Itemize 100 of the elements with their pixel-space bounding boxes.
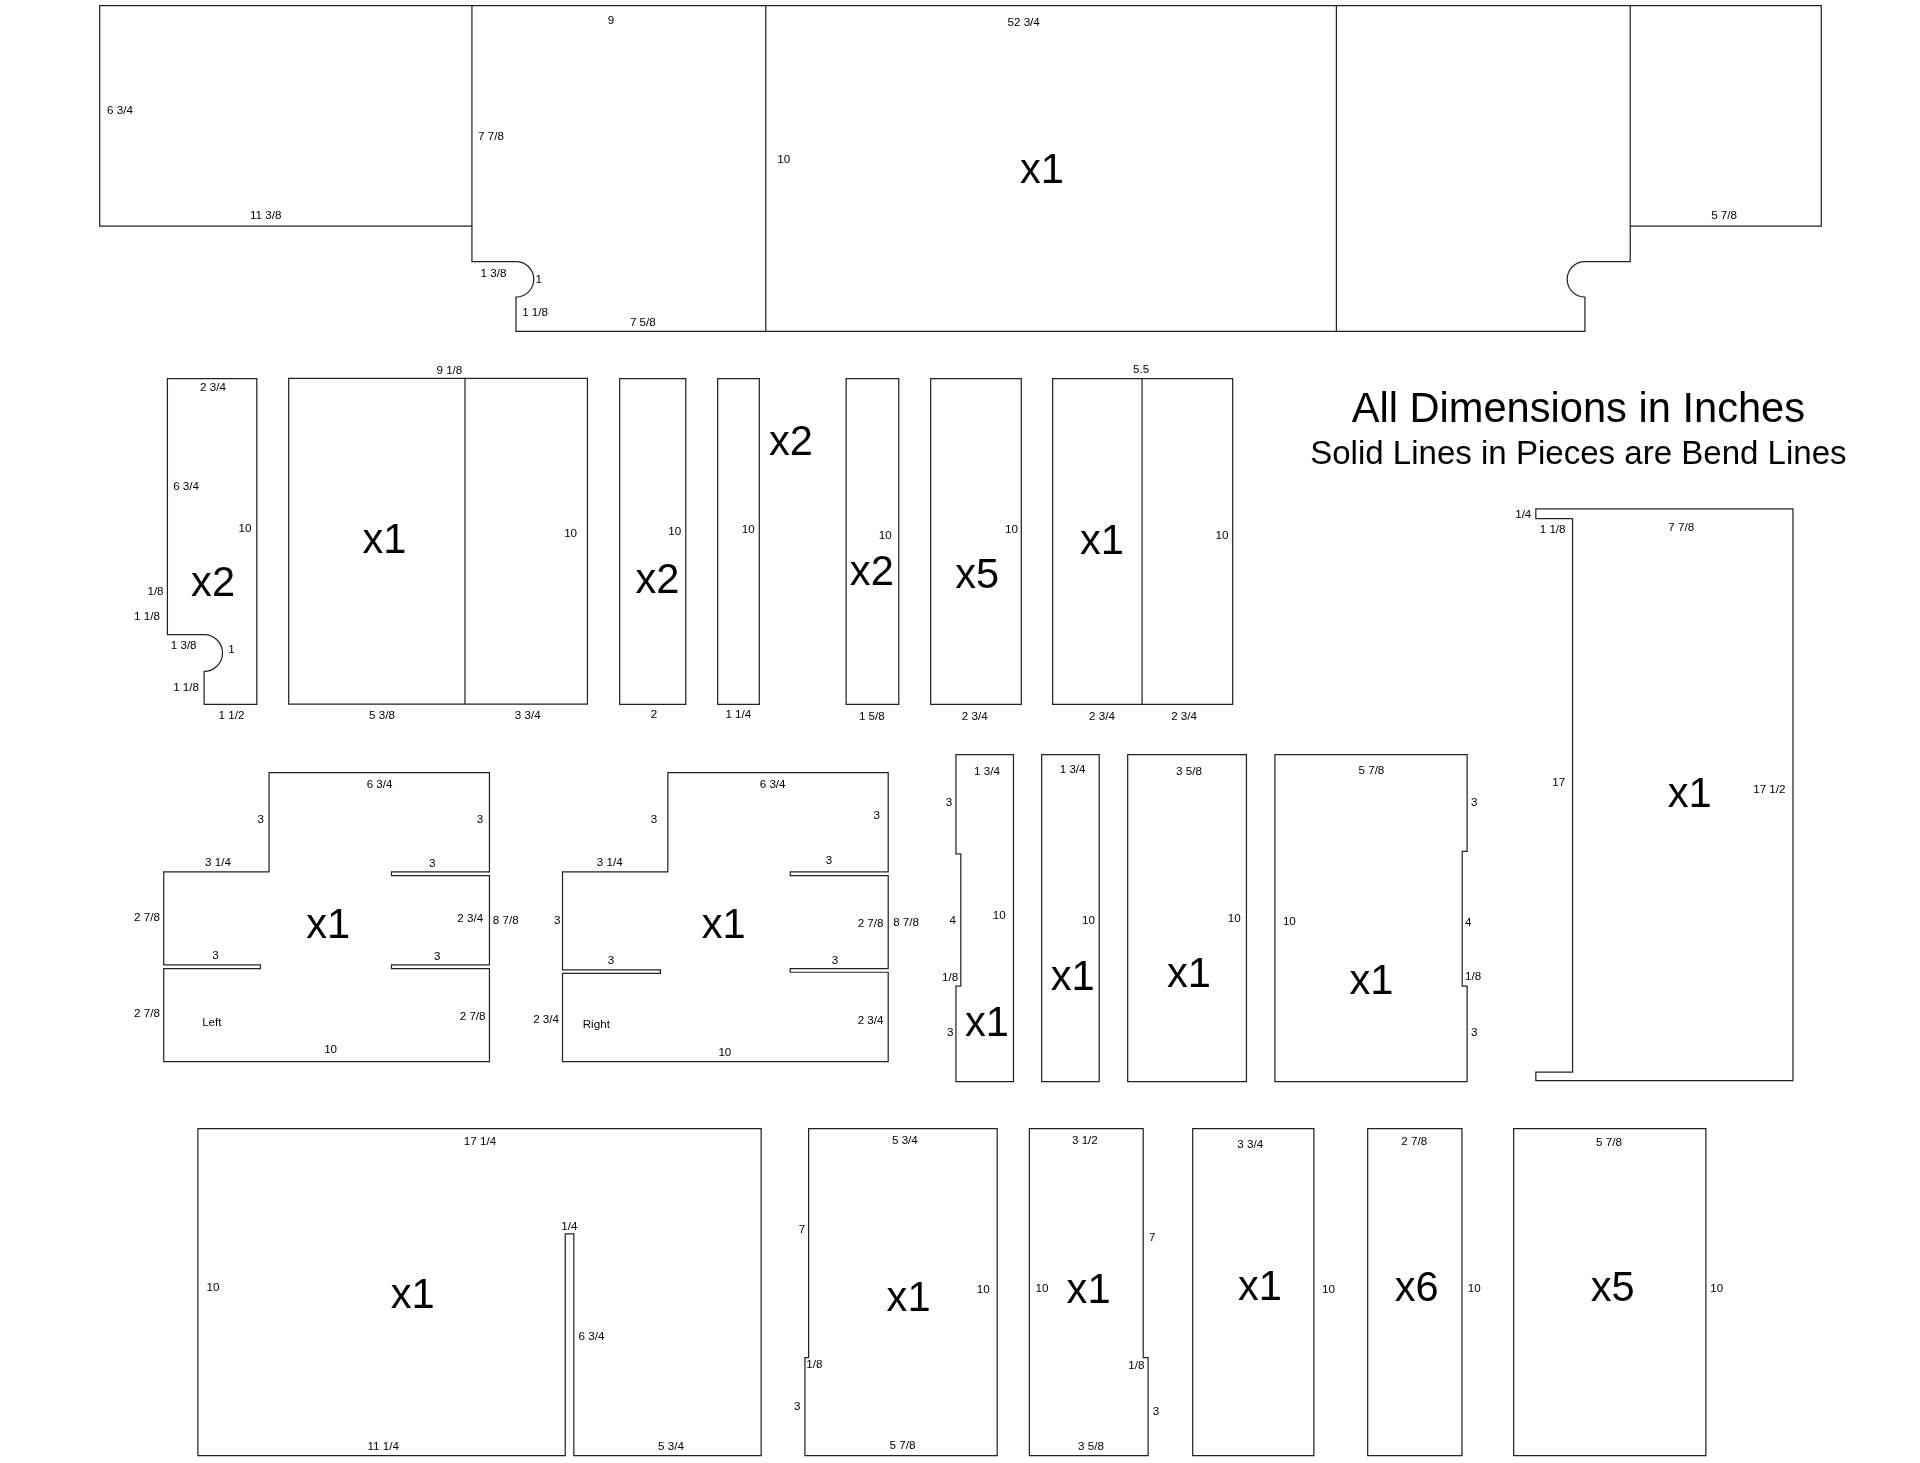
dimension-label: 3 <box>212 949 219 961</box>
dimension-label: 1/8 <box>806 1358 823 1370</box>
dimension-label: 3 1/2 <box>1071 1134 1098 1146</box>
piece-name: Right <box>582 1017 610 1030</box>
dimension-label: 3 5/8 <box>1176 765 1202 778</box>
dimension-label: 11 3/8 <box>249 209 282 222</box>
dimension-label: 6 3/4 <box>366 777 393 790</box>
quantity-label: x1 <box>1050 955 1095 997</box>
dimension-label: 17 1/2 <box>1753 782 1786 795</box>
dimension-label: 5 7/8 <box>1358 764 1385 776</box>
dimension-label: 10 <box>992 908 1006 921</box>
dimension-label: 2 3/4 <box>200 381 226 393</box>
quantity-label: x1 <box>306 903 351 946</box>
dimension-label: 1/8 <box>1464 970 1482 982</box>
dimension-label: 1/4 <box>1515 508 1532 521</box>
dimension-label: 11 1/4 <box>367 1440 399 1452</box>
dimension-label: 2 7/8 <box>1401 1135 1428 1147</box>
quantity-label: x1 <box>1167 952 1211 995</box>
dimension-label: 1 1/4 <box>725 708 752 720</box>
dimension-label: 17 <box>1552 776 1566 789</box>
heading: All Dimensions in Inches <box>1351 386 1806 429</box>
dimension-label: 4 <box>1464 916 1472 928</box>
dimension-label: 2 <box>650 708 658 720</box>
quantity-label: x1 <box>1349 958 1394 1001</box>
dimension-label: 1 3/4 <box>1059 763 1086 775</box>
quantity-label: x1 <box>1667 772 1712 815</box>
dimension-label: 2 3/4 <box>533 1012 559 1025</box>
dimension-label: 7 7/8 <box>478 130 504 142</box>
dimension-label: 10 <box>1082 913 1096 926</box>
dimension-label: 7 7/8 <box>1668 520 1695 533</box>
quantity-label: x1 <box>390 1273 435 1316</box>
dimension-label: 1 5/8 <box>858 710 885 723</box>
dimension-label: 9 <box>607 13 615 26</box>
dimension-label: 2 7/8 <box>857 917 884 930</box>
dimension-label: 3 <box>1471 796 1478 808</box>
dimension-label: 10 <box>1227 912 1241 925</box>
dimension-label: 10 <box>777 153 791 165</box>
dimension-label: 2 3/4 <box>1171 710 1197 723</box>
dimension-label: 1 1/8 <box>1539 523 1566 535</box>
dimension-label: 2 3/4 <box>857 1014 884 1026</box>
dimension-label: 5.5 <box>1133 362 1150 375</box>
dimension-label: 1 1/2 <box>218 709 245 721</box>
dimension-label: 1 <box>228 643 235 655</box>
quantity-label: x1 <box>1080 519 1124 561</box>
quantity-label: x5 <box>1590 1266 1635 1308</box>
dimension-label: 2 3/4 <box>457 912 484 925</box>
dimension-label: 10 <box>976 1283 990 1296</box>
dimension-label: 3 <box>476 813 484 825</box>
dimension-label: 3 1/4 <box>205 856 231 868</box>
dimension-label: 6 3/4 <box>173 480 200 492</box>
dimension-label: 7 5/8 <box>629 316 656 328</box>
quantity-label: x2 <box>849 549 894 592</box>
dimension-label: 6 3/4 <box>759 777 786 790</box>
quantity-label: x2 <box>191 560 236 603</box>
dimension-label: 2 7/8 <box>134 911 160 923</box>
dimension-label: 5 3/4 <box>658 1440 684 1452</box>
dimension-label: 6 3/4 <box>107 104 133 116</box>
dimension-label: 3 <box>650 813 658 825</box>
dimension-label: 52 3/4 <box>1007 16 1040 28</box>
dimension-label: 3 <box>429 857 436 870</box>
dimension-label: 1 3/8 <box>480 267 507 279</box>
quantity-label: x6 <box>1394 1266 1439 1308</box>
quantity-label: x5 <box>955 553 1000 596</box>
dimension-label: 3 <box>1471 1026 1478 1039</box>
dimension-label: 10 <box>238 521 252 534</box>
dimension-label: 10 <box>1035 1282 1049 1294</box>
dimension-label: 1/8 <box>942 971 959 983</box>
dimension-label: 10 <box>324 1043 338 1056</box>
dimension-label: 3 <box>873 809 880 822</box>
dimension-label: 1 1/8 <box>134 610 160 622</box>
dimension-label: 4 <box>949 913 956 926</box>
dimension-label: 1 1/8 <box>173 681 200 693</box>
dimension-label: 8 7/8 <box>893 916 919 928</box>
dimension-label: 17 1/4 <box>463 1135 497 1147</box>
quantity-label: x1 <box>701 903 746 946</box>
dimension-label: 1/8 <box>1128 1359 1145 1372</box>
quantity-label: x2 <box>635 558 680 600</box>
dimension-label: 10 <box>206 1281 220 1293</box>
dimension-label: 10 <box>1467 1282 1481 1294</box>
dimension-label: 9 1/8 <box>436 363 463 376</box>
dimension-label: 5 3/8 <box>369 709 395 721</box>
note-text: Solid Lines in Pieces are Bend Lines <box>1310 436 1847 470</box>
dimension-label: 3 5/8 <box>1078 1440 1104 1452</box>
dimension-label: 5 7/8 <box>1711 209 1737 222</box>
dimension-label: 2 7/8 <box>134 1006 160 1019</box>
dimension-label: 1 3/4 <box>974 765 1000 778</box>
dimension-label: 1 3/8 <box>170 639 197 652</box>
dimension-label: 1 <box>535 273 542 285</box>
dimension-label: 1 1/8 <box>522 306 548 319</box>
dimension-label: 2 7/8 <box>459 1010 486 1023</box>
dimension-label: 10 <box>1322 1283 1335 1296</box>
dimension-label: 10 <box>1215 529 1229 541</box>
dimension-label: 7 <box>1149 1230 1156 1243</box>
quantity-label: x1 <box>1066 1268 1111 1311</box>
quantity-label: x1 <box>886 1275 931 1318</box>
dimension-label: 10 <box>718 1046 732 1058</box>
dimension-label: 3 <box>257 813 265 825</box>
quantity-label: x1 <box>1020 148 1064 190</box>
dimension-label: 2 3/4 <box>1089 710 1115 723</box>
dimension-label: 3 <box>945 796 953 808</box>
